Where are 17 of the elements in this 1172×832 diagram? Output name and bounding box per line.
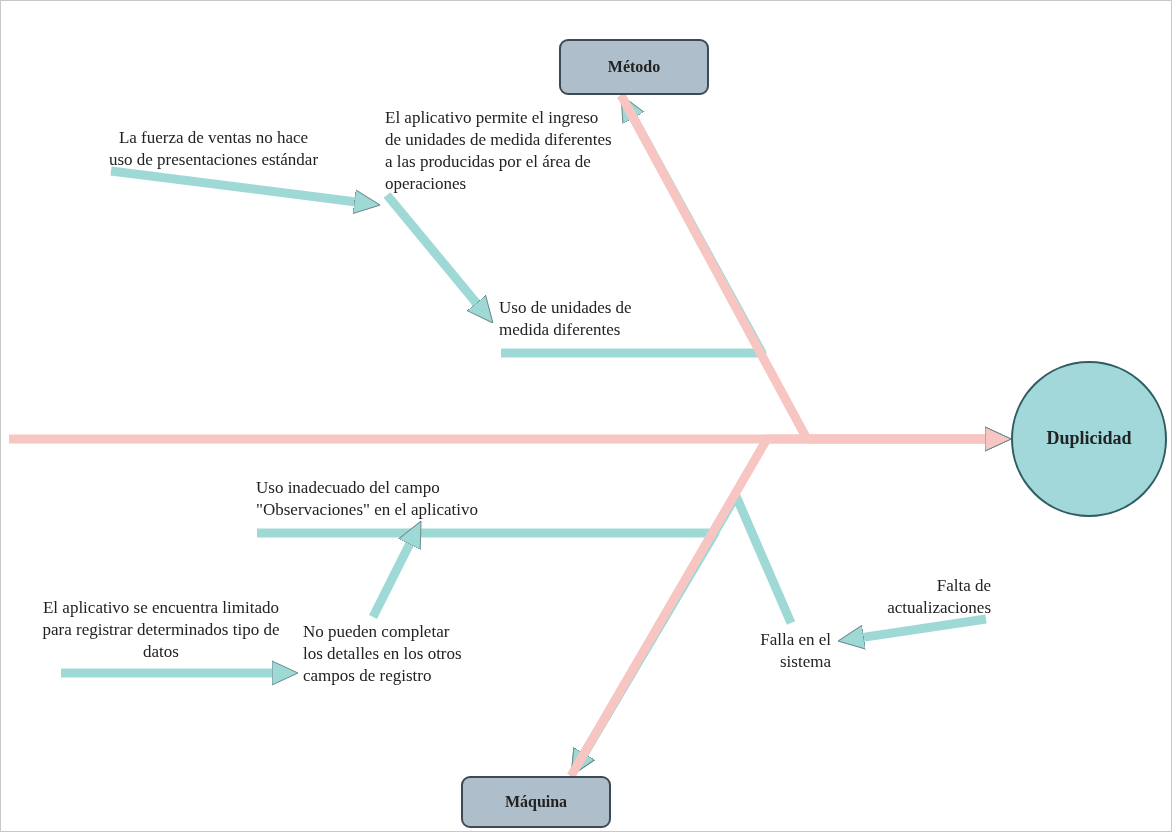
category-box: Método bbox=[559, 39, 709, 95]
cause-label: Uso inadecuado del campo "Observaciones" en el aplicativo bbox=[256, 477, 511, 522]
cause-label: Falta de actualizaciones bbox=[831, 575, 991, 620]
arrow bbox=[368, 520, 422, 619]
arrow bbox=[383, 192, 494, 324]
cause-label: Uso de unidades de medida diferentes bbox=[499, 297, 669, 342]
arrow bbox=[567, 426, 1012, 779]
arrow bbox=[61, 660, 299, 686]
cause-label: El aplicativo se encuentra limitado para registrar determinados tipo de datos bbox=[31, 597, 291, 664]
cause-label: No pueden completar los detalles en los otros campos de registro bbox=[303, 621, 471, 688]
arrow bbox=[110, 166, 381, 215]
cause-label: Falla en el sistema bbox=[731, 629, 831, 674]
effect-circle: Duplicidad bbox=[1011, 361, 1167, 517]
cause-label: El aplicativo permite el ingreso de unidades de medida diferentes a las producidas por el área de operaciones bbox=[385, 107, 617, 196]
category-box: Máquina bbox=[461, 776, 611, 828]
cause-label: La fuerza de ventas no hace uso de presentaciones estándar bbox=[106, 127, 321, 172]
arrow bbox=[837, 614, 987, 650]
